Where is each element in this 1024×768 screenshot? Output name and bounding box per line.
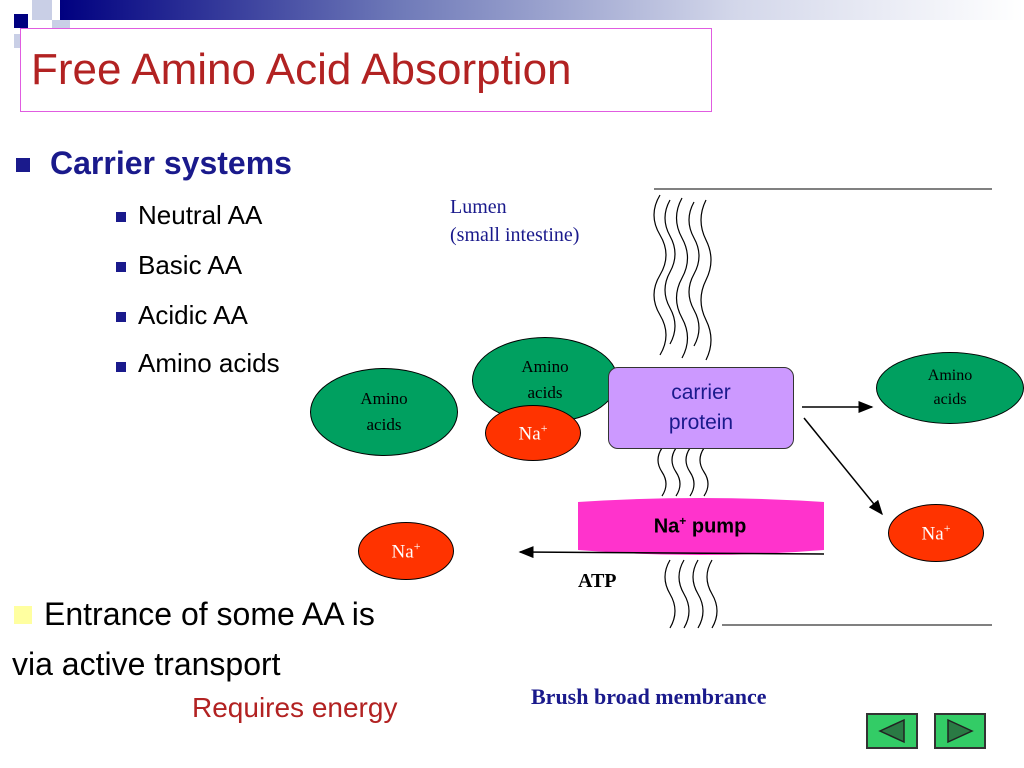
title-box: Free Amino Acid Absorption [20, 28, 712, 112]
sub-bullet [116, 362, 126, 372]
entrance-text-line2: via active transport [12, 646, 281, 682]
sub-bullet [116, 212, 126, 222]
membrane-label: Brush broad membrance [531, 684, 767, 709]
sodium-right: Na+ [888, 504, 984, 562]
na-pump-shape [578, 498, 824, 555]
sodium-center: Na+ [485, 405, 581, 461]
prev-slide-button[interactable] [866, 713, 918, 749]
sub-bullet [116, 312, 126, 322]
list-item: Amino acids [138, 348, 280, 378]
list-item: Neutral AA [138, 200, 263, 230]
sub-bullet [116, 262, 126, 272]
heading-carrier-systems: Carrier systems [50, 145, 292, 181]
list-item: Basic AA [138, 250, 243, 280]
atp-label: ATP [578, 570, 617, 592]
bullet-square-yellow [14, 606, 32, 624]
requires-energy-text: Requires energy [192, 692, 398, 723]
sodium-left: Na+ [358, 522, 454, 580]
decor-square-1 [14, 14, 28, 28]
lumen-line2: (small intestine) [450, 224, 580, 246]
triangle-left-icon [878, 718, 905, 744]
lumen-label: Lumen (small intestine) [450, 193, 579, 249]
arrow-to-right-na [803, 417, 883, 516]
arrow-na-out [518, 546, 825, 559]
page-title: Free Amino Acid Absorption [31, 45, 572, 94]
membrane-microvilli [653, 194, 718, 629]
triangle-right-icon [947, 718, 974, 744]
next-slide-button[interactable] [934, 713, 986, 749]
header-gradient-bar [60, 0, 1024, 20]
entrance-text-line1: Entrance of some AA is [44, 596, 375, 632]
bullet-square [16, 158, 30, 172]
list-item: Acidic AA [138, 300, 248, 330]
na-pump-label: Na+ pump [653, 514, 747, 538]
decor-square-2 [32, 0, 52, 20]
lumen-line1: Lumen [450, 196, 507, 218]
